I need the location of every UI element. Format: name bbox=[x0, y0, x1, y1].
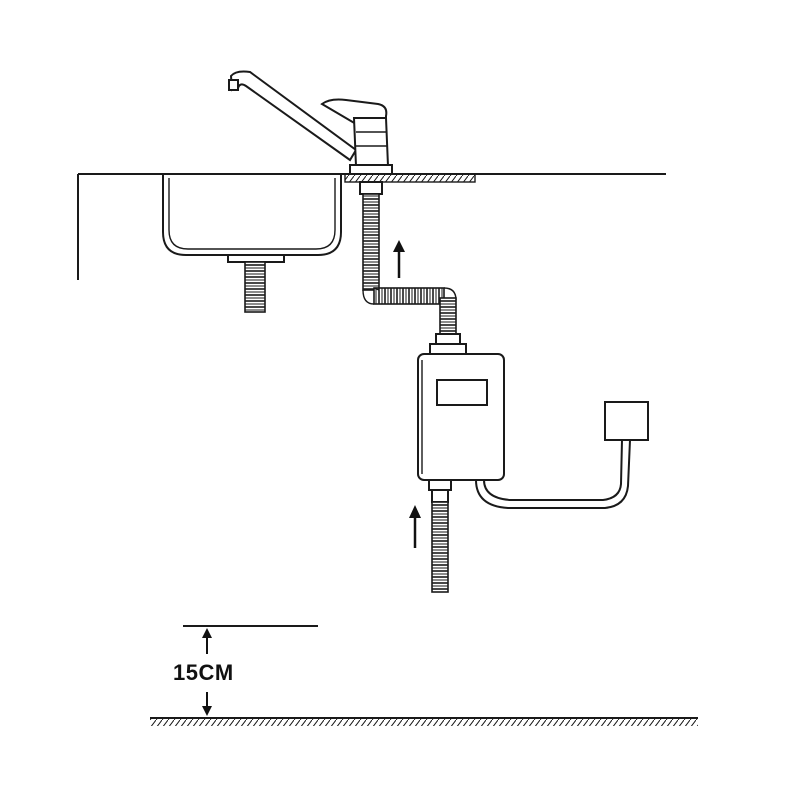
flexible-hose-upper bbox=[362, 193, 467, 355]
clearance-label: 15CM bbox=[173, 660, 234, 685]
water-heater bbox=[417, 353, 505, 481]
flow-arrow-upper bbox=[393, 240, 405, 278]
floor bbox=[150, 717, 698, 726]
faucet bbox=[228, 70, 393, 195]
drain-pipe bbox=[244, 261, 266, 313]
flexible-hose-lower bbox=[428, 479, 452, 593]
sink-basin bbox=[162, 174, 342, 263]
flow-arrow-lower bbox=[409, 505, 421, 548]
power-cable bbox=[475, 439, 631, 509]
clearance-dimension bbox=[183, 625, 318, 716]
wall-socket bbox=[604, 401, 649, 441]
heater-display bbox=[436, 379, 488, 406]
